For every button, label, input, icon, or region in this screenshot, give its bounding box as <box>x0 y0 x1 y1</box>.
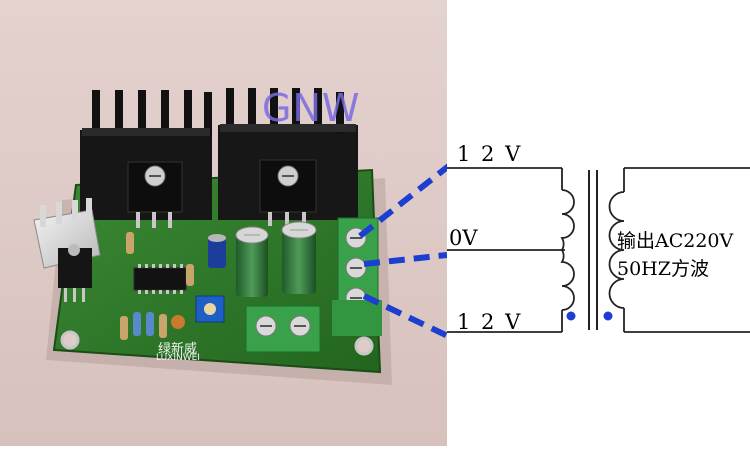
potentiometer <box>195 295 225 323</box>
label-bottom-12v: 1 2 V <box>457 310 523 334</box>
mounting-hole <box>354 336 374 356</box>
ic-chip <box>133 264 187 294</box>
dashed-link-middle <box>363 252 448 267</box>
label-0v: 0V <box>449 226 478 250</box>
terminal-block-bottom <box>245 305 321 353</box>
transformer-schematic: 1 2 V 0V 1 2 V 输出AC220V 50HZ方波 <box>447 0 750 446</box>
capacitor-2 <box>281 221 317 294</box>
schematic-drawing <box>447 167 750 333</box>
board-illustration <box>0 0 447 446</box>
polarity-dot-primary <box>566 311 576 321</box>
dashed-link-top <box>358 158 457 239</box>
capacitor-1 <box>235 226 269 297</box>
mosfet-left <box>127 161 183 228</box>
label-output-voltage: 输出AC220V <box>617 230 734 252</box>
label-output-waveform: 50HZ方波 <box>617 258 709 280</box>
board-brand-english: LUXINWEI <box>156 353 200 363</box>
secondary-coil <box>608 191 625 309</box>
mounting-hole <box>60 330 80 350</box>
watermark-text: GNW <box>262 86 361 130</box>
primary-coil-upper <box>560 189 575 251</box>
primary-coil-lower <box>560 249 575 311</box>
polarity-dot-secondary <box>603 311 613 321</box>
label-top-12v: 1 2 V <box>457 142 523 166</box>
capacitor-small <box>208 234 226 268</box>
board-brand-chinese: 绿新威 <box>158 342 198 357</box>
small-heatsink <box>33 198 101 302</box>
terminal-block-right <box>332 217 382 336</box>
resistors <box>120 232 194 340</box>
inverter-board-photo: GNW 绿新威 LUXINWEI <box>0 0 447 446</box>
dashed-link-bottom <box>362 293 454 341</box>
mosfet-right <box>259 159 317 226</box>
